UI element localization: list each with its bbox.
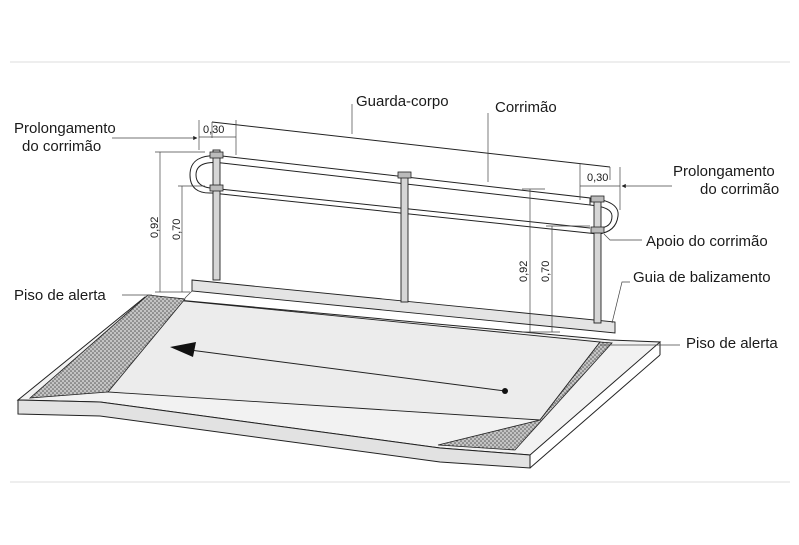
direction-arrow-line: [189, 349, 506, 392]
dim-ext-left: 0,30: [198, 120, 237, 155]
tactile-strip-left: [28, 294, 186, 399]
label-piso-left: Piso de alerta: [14, 287, 106, 304]
curb-guide-bottom: [184, 290, 193, 299]
dim-ext-left-text: 0,30: [203, 124, 224, 136]
guard-rail-top-line: [211, 121, 611, 168]
post-left-bracket-2: [209, 184, 224, 192]
post-middle: [400, 173, 409, 303]
dim-heights-left: 0,92 0,70: [149, 151, 205, 293]
label-prolongamento-left-1: Prolongamento: [14, 120, 116, 137]
slab-right-bottom: [529, 354, 661, 469]
label-piso-right: Piso de alerta: [686, 335, 778, 352]
post-left: [212, 149, 221, 281]
dim-h-top-right: 0,92: [518, 261, 530, 282]
posts: [209, 149, 605, 324]
dim-h-low-left: 0,70: [171, 219, 183, 240]
post-left-bracket: [209, 151, 224, 159]
dim-heights-right: 0,92 0,70: [518, 188, 590, 333]
label-prolongamento-right-1: Prolongamento: [673, 163, 775, 180]
dim-ext-right-text: 0,30: [587, 172, 608, 184]
curb-guide: [191, 279, 616, 334]
label-prolongamento-right-2: do corrimão: [700, 181, 779, 198]
tactile-strip-right: [437, 341, 613, 451]
label-guia: Guia de balizamento: [633, 269, 771, 286]
post-middle-bracket: [397, 171, 412, 179]
post-right-bracket: [590, 195, 605, 203]
direction-arrow-dot: [502, 388, 508, 394]
dim-ext-right: 0,30: [579, 163, 621, 210]
dim-h-low-right: 0,70: [540, 261, 552, 282]
dim-h-top-left: 0,92: [149, 217, 161, 238]
label-guarda-corpo: Guarda-corpo: [356, 93, 449, 110]
label-apoio: Apoio do corrimão: [646, 233, 768, 250]
label-corrimao: Corrimão: [495, 99, 557, 116]
label-prolongamento-left-2: do corrimão: [22, 138, 101, 155]
post-right: [593, 197, 602, 324]
direction-arrowhead: [170, 342, 196, 357]
leader-apoio: [603, 233, 642, 241]
handrail-upper: [189, 155, 619, 235]
post-right-bracket-2: [590, 226, 605, 234]
leader-guia: [611, 281, 630, 324]
